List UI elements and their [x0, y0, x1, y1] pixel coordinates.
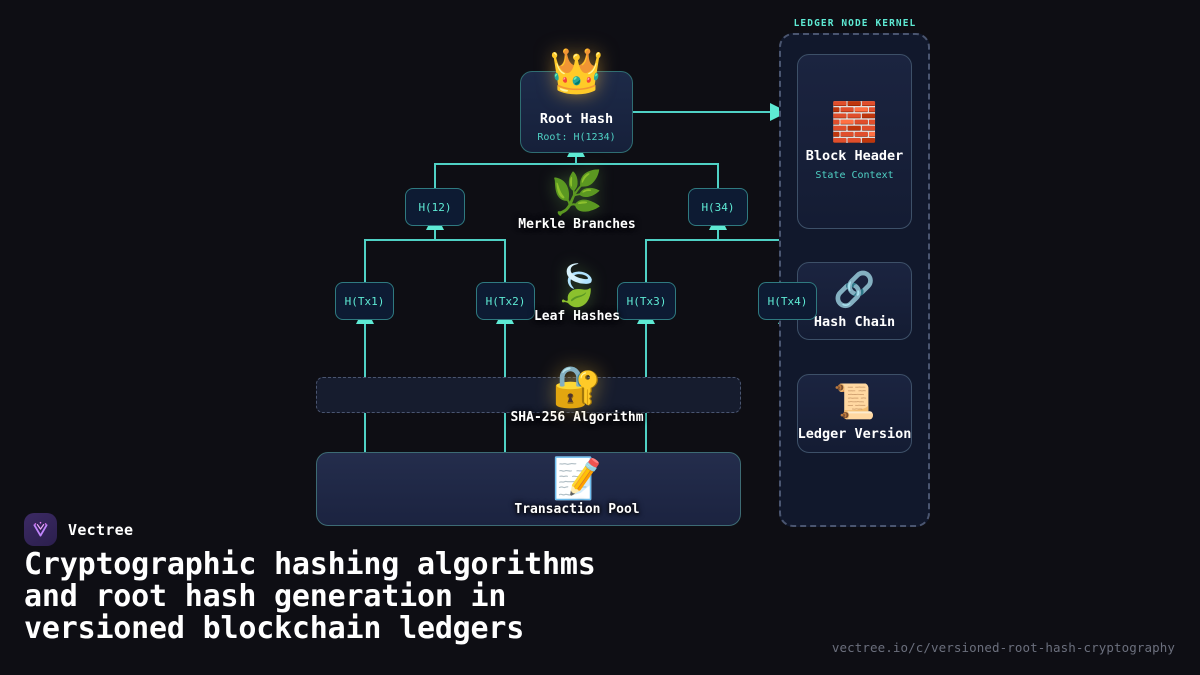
brand-name: Vectree	[68, 520, 134, 539]
brick-wall-icon: 🧱	[830, 99, 879, 144]
chain-link-icon: 🔗	[833, 269, 876, 310]
kernel-card-subtitle: State Context	[815, 169, 894, 181]
root-hash-node[interactable]: 👑 Root Hash Root: H(1234)	[520, 50, 633, 153]
headline-line-1: Cryptographic hashing algorithms	[24, 547, 596, 582]
kernel-card-title: Hash Chain	[813, 313, 896, 330]
wire-h34-to-root	[576, 163, 719, 188]
scroll-icon: 📜	[833, 382, 876, 422]
headline-line-3: versioned blockchain ledgers	[24, 611, 525, 647]
leaf-hash-node[interactable]: H(Tx3)	[617, 282, 676, 320]
wire-h12-to-root	[434, 139, 585, 188]
transaction-pool-panel	[316, 452, 741, 526]
headline-line-2: and root hash generation in	[24, 579, 507, 615]
wire-tx2-to-h12	[435, 239, 506, 282]
kernel-card-ledger-version[interactable]: 📜 Ledger Version	[797, 374, 912, 453]
kernel-card-title: Block Header	[805, 147, 904, 164]
sha-256-band	[316, 377, 741, 413]
branch-hash-node[interactable]: H(12)	[405, 188, 465, 226]
root-hash-subtitle: Root: H(1234)	[537, 132, 616, 143]
kernel-card-title: Ledger Version	[797, 426, 912, 442]
wire-tx4-to-h34	[718, 239, 788, 282]
footer-url: vectree.io/c/versioned-root-hash-cryptog…	[831, 640, 1175, 655]
brand-lockup: Vectree	[24, 513, 133, 546]
kernel-card-hash-chain[interactable]: 🔗 Hash Chain	[797, 262, 912, 340]
leaf-hash-node[interactable]: H(Tx4)	[758, 282, 817, 320]
vectree-logo	[24, 513, 57, 546]
page-title: Cryptographic hashing algorithms and roo…	[24, 547, 784, 647]
vectree-v-logo-icon	[33, 521, 48, 537]
wire-tx3-to-h34	[645, 212, 727, 282]
root-hash-title: Root Hash	[539, 111, 614, 127]
leaf-hash-node[interactable]: H(Tx2)	[476, 282, 535, 320]
crown-icon: 👑	[549, 46, 604, 97]
wire-tx1-to-h12	[364, 212, 444, 282]
kernel-panel-title: LEDGER NODE KERNEL	[793, 18, 917, 29]
leaf-hash-node[interactable]: H(Tx1)	[335, 282, 394, 320]
branch-hash-node[interactable]: H(34)	[688, 188, 748, 226]
kernel-card-block-header[interactable]: 🧱 Block Header State Context	[797, 54, 912, 229]
